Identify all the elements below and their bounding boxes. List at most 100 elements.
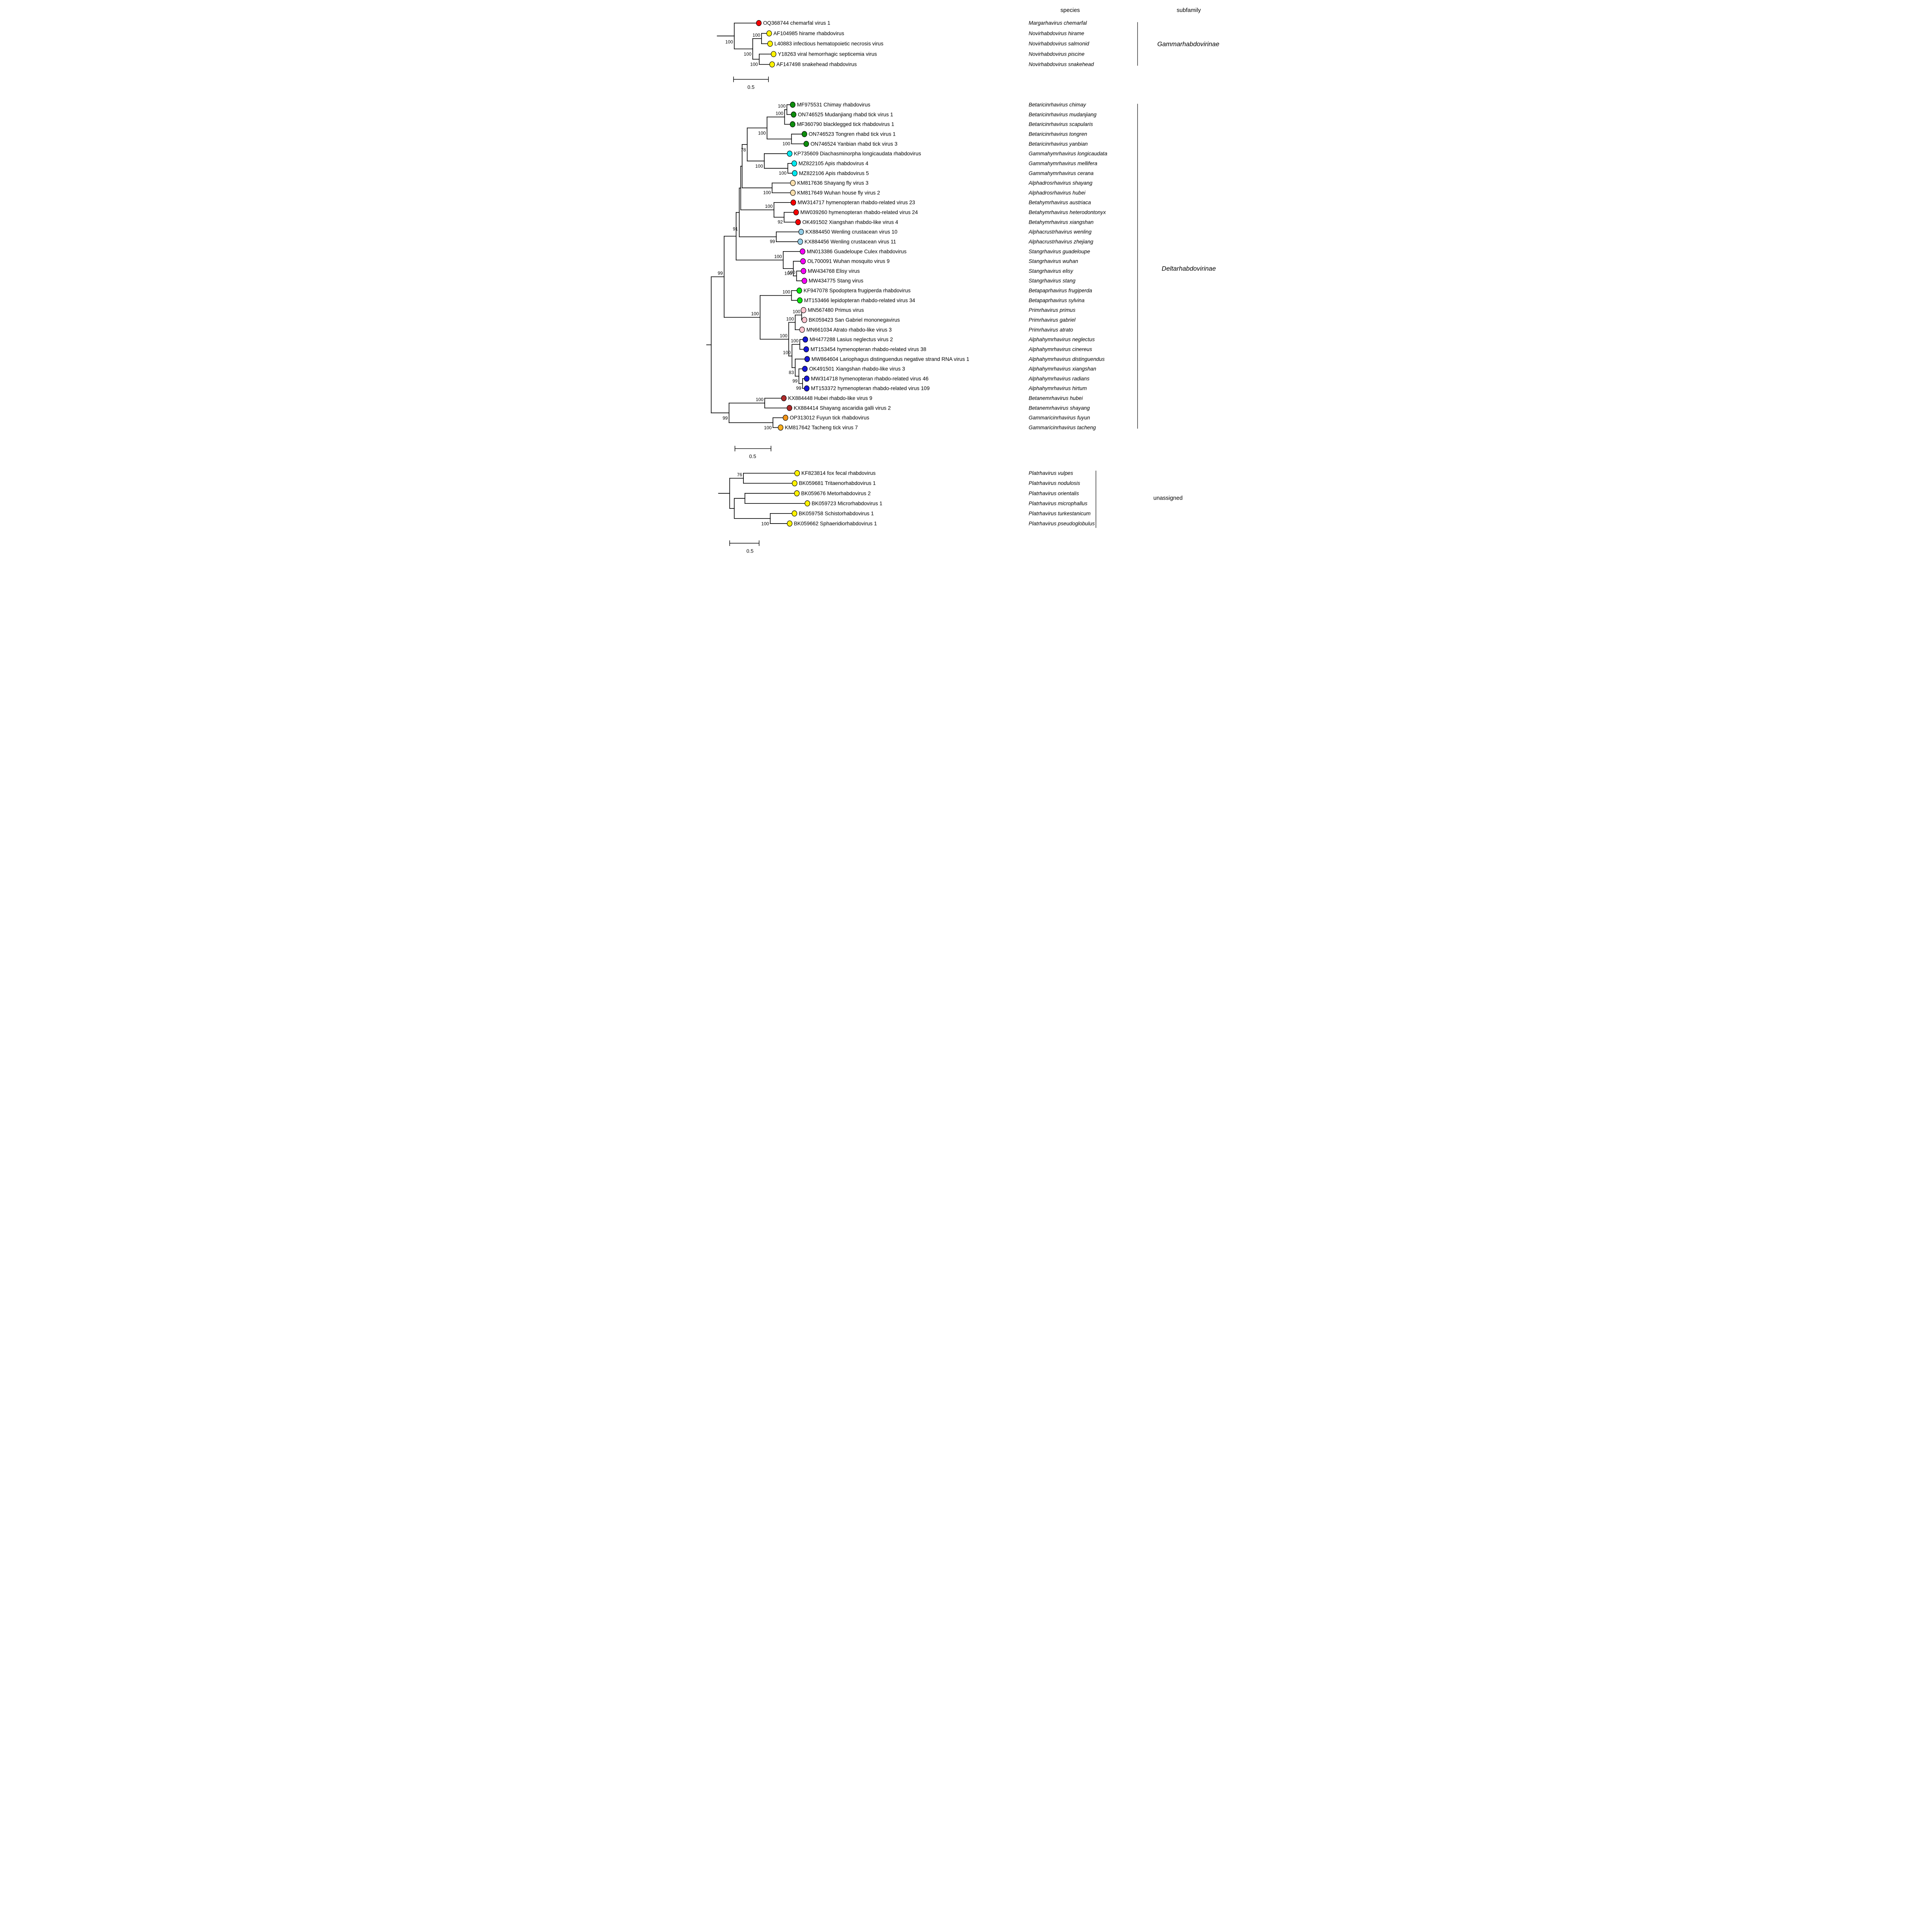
scale-bar-label: 0.5 — [747, 548, 753, 554]
species-label: Platrhavirus orientalis — [1029, 490, 1079, 496]
species-column-header: species — [1061, 7, 1080, 14]
tip-circle — [787, 405, 793, 411]
support-label: 100 — [774, 254, 782, 259]
tip-label: MW864604 Lariophagus distinguendus negat… — [811, 356, 969, 362]
tip-label: KX884450 Wenling crustacean virus 10 — [805, 229, 897, 235]
tip-label: KP735609 Diachasminorpha longicaudata rh… — [794, 151, 921, 156]
tip-circle — [791, 111, 796, 118]
tip-circle — [801, 277, 807, 284]
tip-circle — [791, 160, 797, 167]
support-label: 100 — [751, 311, 759, 316]
tip-label: BK059681 Tritaenorhabdovirus 1 — [799, 480, 876, 486]
tip-circle — [787, 150, 793, 157]
species-label: Novirhabdovirus salmonid — [1029, 41, 1089, 47]
tip-label: MT153372 hymenopteran rhabdo-related vir… — [811, 386, 930, 391]
tip-circle — [798, 238, 803, 245]
species-label: Alphacrustrhavirus zhejiang — [1028, 239, 1094, 245]
tip-label: OK491501 Xiangshan rhabdo-like virus 3 — [809, 366, 905, 372]
tip-circle — [756, 20, 762, 26]
tip-circle — [794, 470, 800, 476]
species-label: Betahymrhavirus austriaca — [1029, 200, 1091, 206]
scale-bar: 0.5 — [733, 77, 769, 90]
species-label: Betaricinrhavirus yanbian — [1029, 141, 1088, 147]
tip-label: BK059662 Sphaeridiorhabdovirus 1 — [794, 520, 877, 526]
support-label: 99 — [793, 378, 798, 384]
tip-circle — [804, 385, 810, 391]
tip-label: OL700091 Wuhan mosquito virus 9 — [807, 259, 889, 264]
scale-bar: 0.5 — [729, 540, 760, 554]
scale-bar: 0.5 — [735, 446, 772, 459]
subfamily-label: unassigned — [1153, 495, 1183, 502]
tip-circle — [767, 41, 773, 47]
support-label: 100 — [756, 397, 764, 402]
support-label: 100 — [763, 190, 771, 196]
support-label: 91 — [733, 226, 738, 232]
tip-circle — [790, 121, 796, 128]
species-label: Platrhavirus nodulosis — [1029, 480, 1080, 486]
species-label: Stangrhavirus wuhan — [1029, 259, 1078, 264]
tip-circle — [782, 415, 788, 421]
species-label: Stangrhavirus stang — [1029, 278, 1075, 284]
support-label: 83 — [789, 370, 794, 375]
tip-label: KX884414 Shayang ascaridia galli virus 2 — [794, 405, 891, 411]
tip-label: MT153466 lepidopteran rhabdo-related vir… — [804, 298, 915, 303]
tip-circle — [791, 199, 796, 206]
species-label: Novirhabdovirus hirame — [1029, 31, 1084, 36]
support-label: 100 — [786, 316, 794, 321]
tip-circle — [799, 248, 806, 255]
tip-label: MN567480 Primus virus — [808, 307, 864, 313]
support-label: 100 — [782, 289, 790, 295]
tip-circle — [801, 317, 807, 323]
species-label: Alphahymrhavirus hirtum — [1028, 386, 1087, 391]
support-label: 100 — [776, 111, 783, 116]
tip-label: MZ822105 Apis rhabdovirus 4 — [799, 160, 869, 166]
support-label: 100 — [783, 350, 791, 355]
support-label: 99 — [796, 385, 801, 391]
tip-circle — [792, 170, 798, 177]
tree-deltarhabdovirinae: 9991781001001001001001001001009299100100… — [706, 102, 1216, 459]
support-label: 100 — [744, 51, 752, 57]
tip-label: OP313012 Fuyun tick rhabdovirus — [790, 415, 869, 421]
species-label: Gammaricinrhavirus fuyun — [1029, 415, 1090, 421]
tip-label: L40883 infectious hematopoietic necrosis… — [774, 41, 883, 47]
tip-label: KX884456 Wenling crustacean virus 11 — [804, 239, 896, 245]
tip-label: MW434768 Elisy virus — [808, 268, 860, 274]
tip-label: BK059758 Schistorhabdovirus 1 — [799, 510, 874, 516]
support-label: 100 — [779, 170, 787, 176]
tip-label: MN661034 Atrato rhabdo-like virus 3 — [806, 327, 892, 333]
tip-circle — [804, 356, 810, 362]
tip-label: KM817642 Tacheng tick virus 7 — [785, 425, 858, 430]
support-label: 100 — [755, 163, 763, 169]
support-label: 100 — [725, 39, 733, 44]
tip-label: AF147498 snakehead rhabdovirus — [776, 61, 857, 67]
support-label: 100 — [780, 333, 787, 338]
support-label: 100 — [782, 141, 790, 146]
tip-label: MZ822106 Apis rhabdovirus 5 — [799, 170, 869, 176]
tip-circle — [769, 61, 775, 68]
tip-circle — [804, 376, 810, 382]
support-label: 100 — [787, 270, 795, 275]
tip-circle — [804, 500, 810, 507]
tip-circle — [781, 395, 787, 401]
tip-label: KM817636 Shayang fly virus 3 — [797, 180, 869, 186]
species-label: Novirhabdovirus piscine — [1029, 51, 1085, 57]
species-label: Platrhavirus turkestanicum — [1029, 510, 1090, 516]
species-label: Margarhavirus chemarfal — [1029, 20, 1087, 26]
tip-circle — [790, 102, 796, 108]
species-label: Gammahymrhavirus cerana — [1029, 170, 1094, 176]
tip-circle — [802, 366, 808, 372]
support-label: 100 — [765, 204, 773, 209]
tip-circle — [801, 307, 806, 313]
species-label: Gammahymrhavirus mellifera — [1029, 160, 1097, 166]
tip-circle — [787, 520, 793, 527]
tip-circle — [796, 287, 802, 294]
tip-circle — [797, 297, 803, 304]
species-label: Primrhavirus gabriel — [1029, 317, 1076, 323]
species-label: Primrhavirus atrato — [1029, 327, 1073, 333]
support-label: 100 — [764, 425, 772, 430]
tip-circle — [771, 51, 777, 57]
support-label: 100 — [750, 62, 758, 67]
